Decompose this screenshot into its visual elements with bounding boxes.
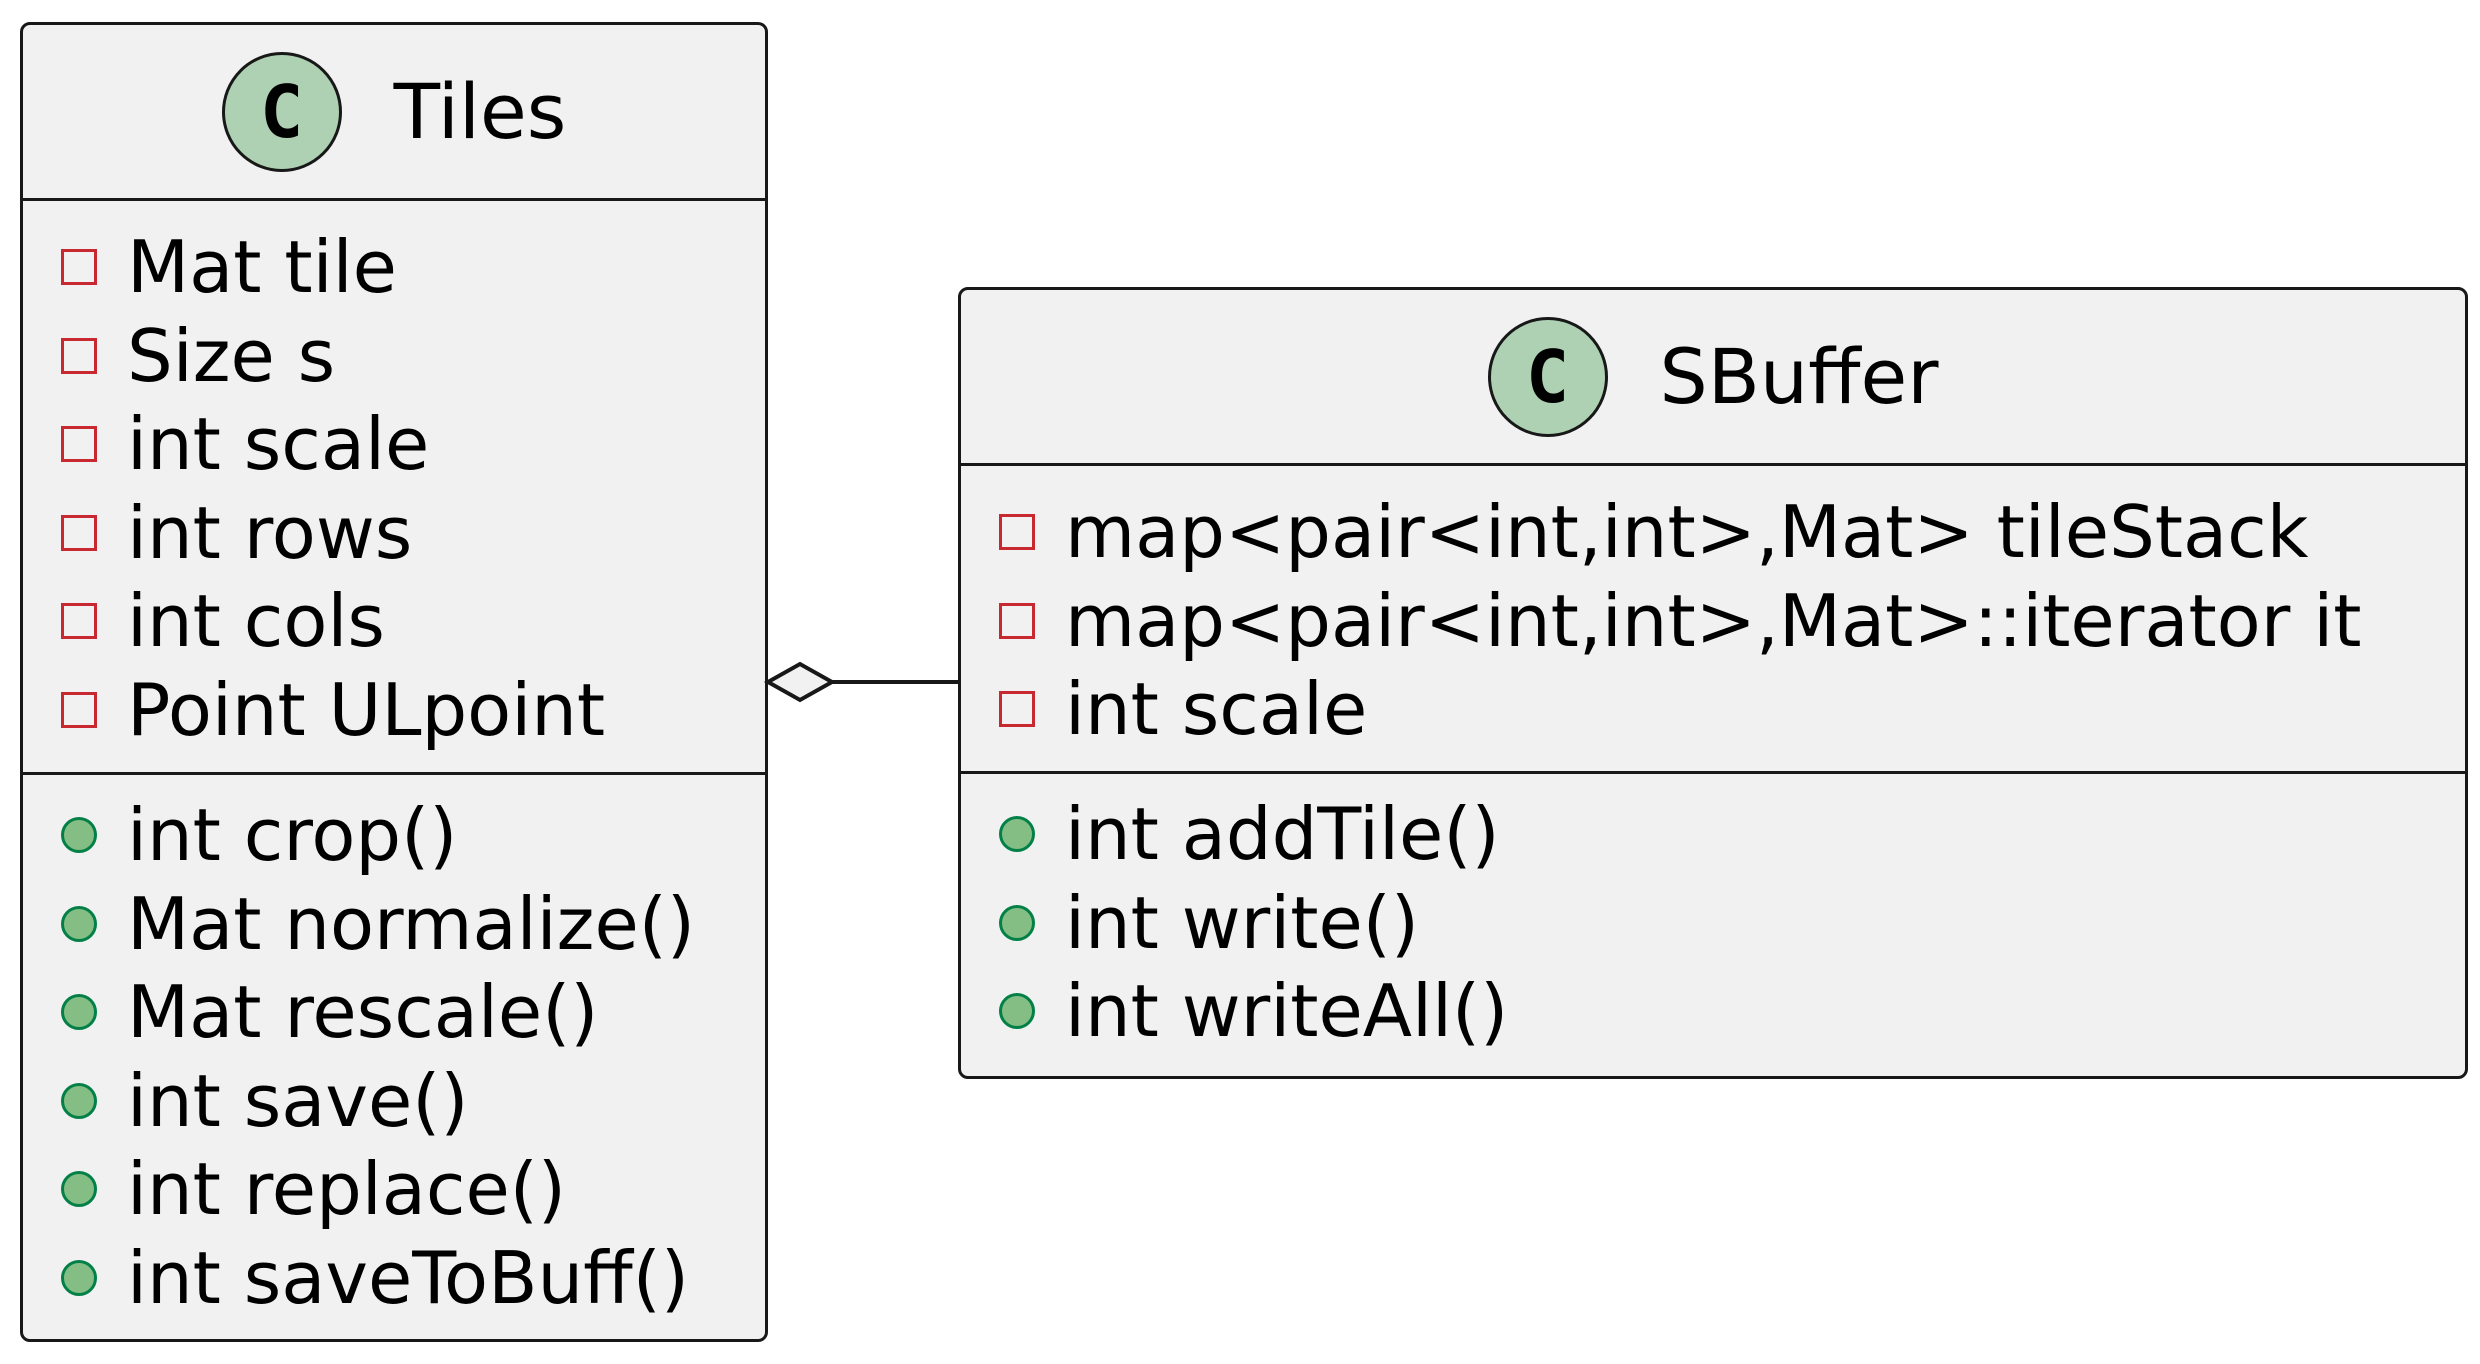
field-row: map<pair<int,int>,Mat> tileStack <box>999 488 2465 577</box>
fields-section-tiles: Mat tile Size s int scale int rows int c… <box>23 201 765 775</box>
method-row: int crop() <box>61 791 765 880</box>
class-tiles: C Tiles Mat tile Size s int scale int ro… <box>20 22 768 1342</box>
fields-section-sbuffer: map<pair<int,int>,Mat> tileStack map<pai… <box>961 466 2465 774</box>
class-name-tiles: Tiles <box>393 66 567 156</box>
aggregation-diamond-icon <box>763 661 837 703</box>
private-visibility-icon <box>999 514 1035 551</box>
field-label: int scale <box>1065 667 1368 752</box>
method-label: Mat rescale() <box>127 970 599 1055</box>
field-row: int cols <box>61 577 765 666</box>
public-visibility-icon <box>61 1082 97 1119</box>
public-visibility-icon <box>61 1171 97 1208</box>
field-row: int scale <box>61 400 765 489</box>
method-row: int write() <box>999 879 2465 968</box>
private-visibility-icon <box>999 602 1035 639</box>
method-label: int save() <box>127 1058 469 1143</box>
private-visibility-icon <box>999 691 1035 728</box>
method-label: int replace() <box>127 1147 566 1232</box>
method-label: int write() <box>1065 880 1419 965</box>
public-visibility-icon <box>61 994 97 1031</box>
public-visibility-icon <box>999 816 1035 853</box>
method-row: int writeAll() <box>999 967 2465 1056</box>
method-row: int addTile() <box>999 790 2465 879</box>
class-header-tiles: C Tiles <box>23 25 765 201</box>
field-label: int scale <box>127 402 430 487</box>
field-label: Point ULpoint <box>127 667 606 752</box>
public-visibility-icon <box>999 993 1035 1030</box>
private-visibility-icon <box>61 337 97 374</box>
public-visibility-icon <box>61 1259 97 1296</box>
method-label: int crop() <box>127 793 458 878</box>
field-row: map<pair<int,int>,Mat>::iterator it <box>999 577 2465 666</box>
method-row: int save() <box>61 1057 765 1146</box>
public-visibility-icon <box>61 817 97 854</box>
method-label: int addTile() <box>1065 792 1500 877</box>
method-row: Mat normalize() <box>61 880 765 969</box>
method-row: Mat rescale() <box>61 968 765 1057</box>
class-badge-icon: C <box>1487 316 1608 437</box>
private-visibility-icon <box>61 426 97 463</box>
method-row: int replace() <box>61 1145 765 1234</box>
method-label: int saveToBuff() <box>127 1235 689 1320</box>
field-label: int cols <box>127 579 385 664</box>
field-label: Mat tile <box>127 225 397 310</box>
public-visibility-icon <box>999 904 1035 941</box>
methods-section-tiles: int crop() Mat normalize() Mat rescale()… <box>23 775 765 1322</box>
field-row: Point ULpoint <box>61 666 765 755</box>
method-row: int saveToBuff() <box>61 1234 765 1323</box>
private-visibility-icon <box>61 603 97 640</box>
method-label: Mat normalize() <box>127 881 695 966</box>
class-badge-icon: C <box>221 51 342 172</box>
class-sbuffer: C SBuffer map<pair<int,int>,Mat> tileSta… <box>958 287 2468 1079</box>
private-visibility-icon <box>61 249 97 286</box>
field-row: int scale <box>999 665 2465 754</box>
class-header-sbuffer: C SBuffer <box>961 290 2465 466</box>
public-visibility-icon <box>61 905 97 942</box>
method-label: int writeAll() <box>1065 969 1509 1054</box>
field-row: Size s <box>61 312 765 401</box>
field-label: int rows <box>127 490 413 575</box>
field-row: int rows <box>61 489 765 578</box>
private-visibility-icon <box>61 691 97 728</box>
field-row: Mat tile <box>61 223 765 312</box>
class-name-sbuffer: SBuffer <box>1659 331 1939 421</box>
methods-section-sbuffer: int addTile() int write() int writeAll() <box>961 774 2465 1056</box>
field-label: map<pair<int,int>,Mat>::iterator it <box>1065 578 2362 663</box>
private-visibility-icon <box>61 514 97 551</box>
field-label: map<pair<int,int>,Mat> tileStack <box>1065 490 2309 575</box>
field-label: Size s <box>127 313 336 398</box>
